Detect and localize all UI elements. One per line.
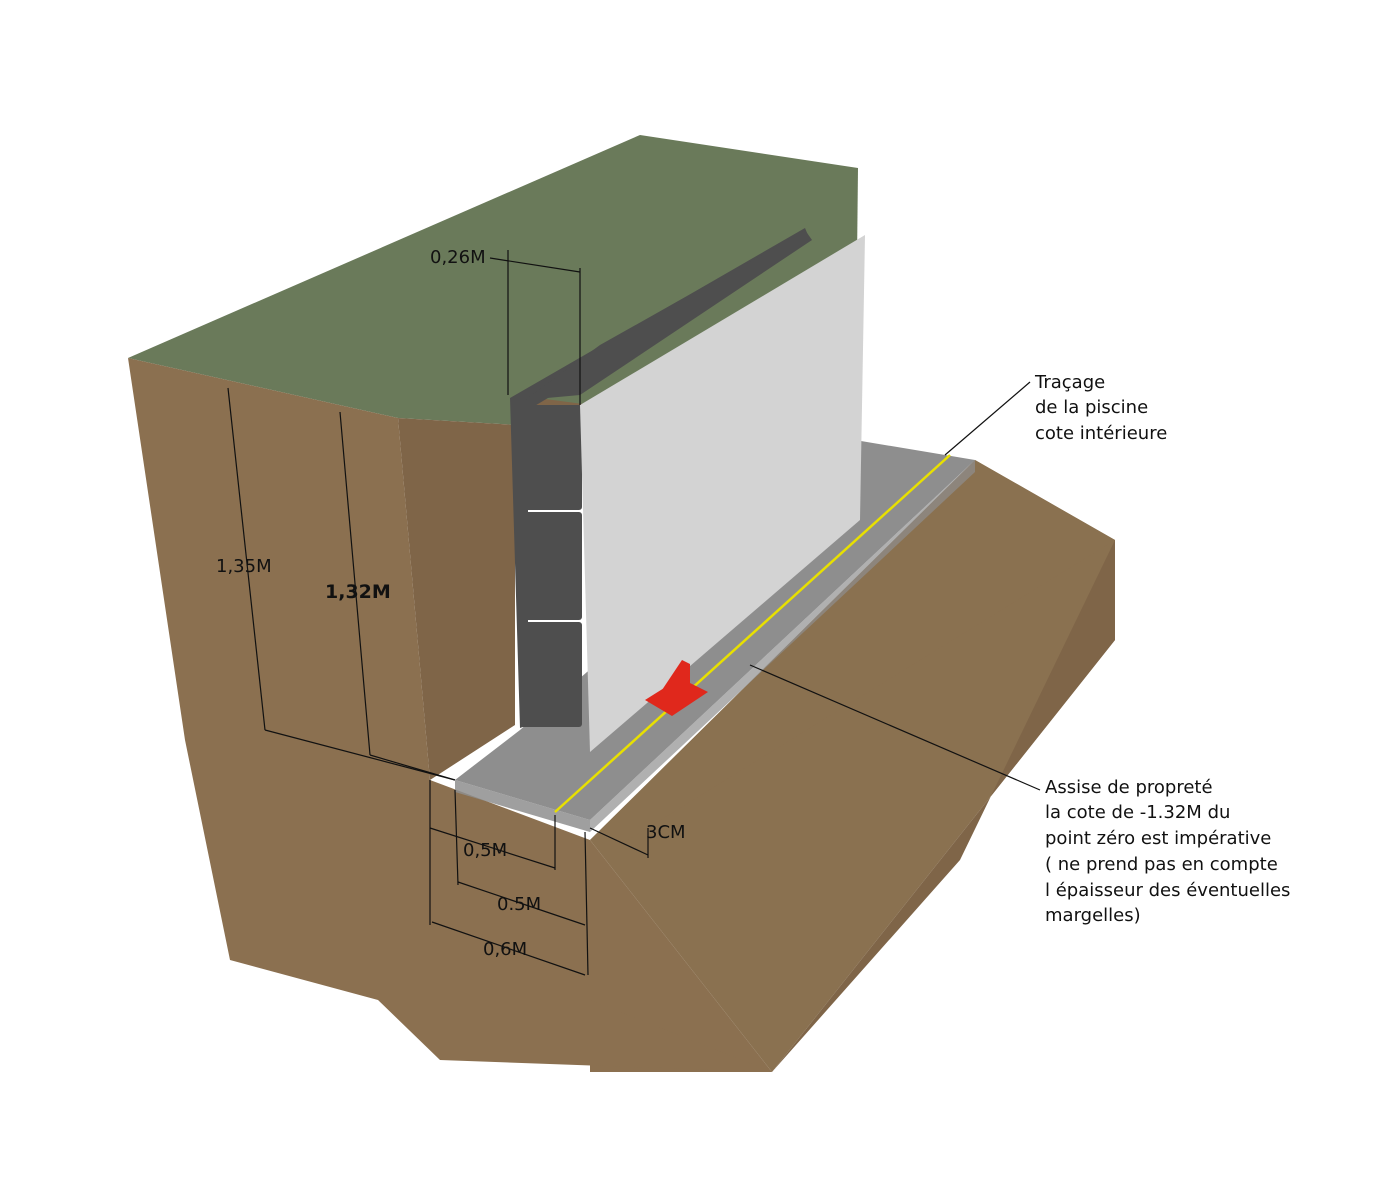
wall-panel bbox=[580, 235, 865, 752]
soil-bottom-face bbox=[378, 1000, 772, 1072]
note-bedding-line-4: ( ne prend pas en compte bbox=[1045, 854, 1278, 875]
dim-base-half: 0,5M bbox=[463, 840, 507, 861]
frame-top-ribs bbox=[525, 230, 812, 400]
gravel-slab-front bbox=[455, 780, 590, 832]
note-bedding-line-2: la cote de -1.32M du bbox=[1045, 802, 1230, 823]
dim-base-full: 0,6M bbox=[483, 939, 527, 960]
red-anchor-stake-icon bbox=[645, 660, 708, 716]
note-tracing-line-2: de la piscine bbox=[1035, 397, 1148, 418]
tracing-line bbox=[554, 454, 951, 813]
note-tracing-line-1: Traçage bbox=[1034, 372, 1105, 393]
note-tracing: Traçage de la piscine cote intérieure bbox=[1034, 372, 1167, 444]
dim-height-outer: 1,35M bbox=[216, 556, 272, 577]
dim-base-half-dot: 0.5M bbox=[497, 894, 541, 915]
note-bedding-line-3: point zéro est impérative bbox=[1045, 828, 1271, 849]
soil-back-face bbox=[398, 395, 855, 780]
soil-slope-top bbox=[590, 460, 1115, 845]
gravel-slab-side bbox=[590, 460, 975, 832]
note-bedding-line-5: l épaisseur des éventuelles bbox=[1045, 880, 1290, 901]
frame-block-2 bbox=[520, 512, 582, 620]
note-bedding-line-1: Assise de propreté bbox=[1045, 777, 1213, 798]
note-bedding-line-6: margelles) bbox=[1045, 905, 1141, 926]
dim-height-inner: 1,32M bbox=[325, 581, 391, 603]
note-tracing-line-3: cote intérieure bbox=[1035, 423, 1167, 444]
note-bedding: Assise de propreté la cote de -1.32M du … bbox=[1045, 777, 1290, 926]
frame-block-1 bbox=[520, 405, 582, 510]
dim-slab-thickness: 3CM bbox=[646, 822, 686, 843]
frame-block-3 bbox=[520, 622, 582, 727]
dim-top-width: 0,26M bbox=[430, 247, 486, 268]
soil-left-face bbox=[128, 358, 590, 1000]
